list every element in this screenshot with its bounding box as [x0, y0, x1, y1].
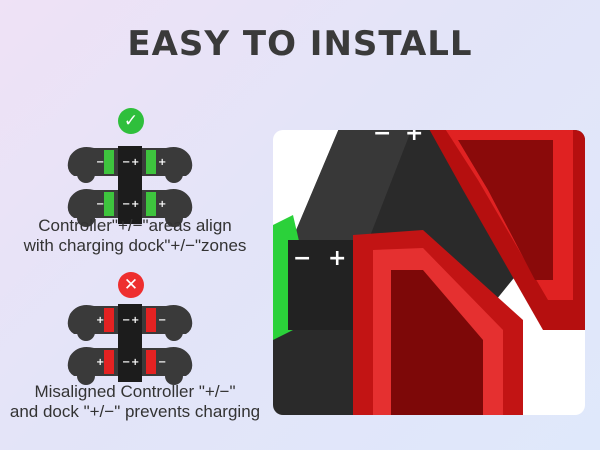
minus-mark: −	[122, 199, 130, 210]
x-icon: ✕	[118, 272, 144, 298]
plus-mark: +	[131, 357, 139, 368]
dock-center	[118, 146, 142, 224]
plus-mark: +	[131, 315, 139, 326]
plus-mark: +	[158, 157, 166, 168]
minus-mark: −	[96, 157, 104, 168]
incorrect-caption-line: Misaligned Controller "+/−"	[34, 382, 236, 401]
dock-product-photo: − + − +	[273, 130, 585, 415]
plus-mark: +	[131, 199, 139, 210]
aligned-controllers-illustration: − − + + − − + +	[67, 146, 193, 227]
correct-caption: Controller"+/−"areas align with charging…	[0, 216, 270, 256]
minus-mark: −	[158, 315, 166, 326]
incorrect-caption-line: and dock "+/−" prevents charging	[9, 402, 261, 421]
minus-mark: −	[122, 357, 130, 368]
incorrect-caption: Misaligned Controller "+/−" and dock "+/…	[0, 382, 270, 422]
misaligned-controllers-illustration: + − + − + − + −	[67, 304, 193, 385]
charging-dock-image: − + − +	[273, 130, 585, 415]
correct-caption-line: with charging dock"+/−"zones	[23, 236, 247, 255]
minus-mark: −	[122, 157, 130, 168]
plus-mark: +	[131, 157, 139, 168]
minus-mark: −	[158, 357, 166, 368]
dock-plus-mark: +	[405, 130, 423, 146]
dock-minus-mark: −	[373, 130, 391, 146]
dock-minus-mark: −	[293, 246, 311, 271]
correct-caption-line: Controller"+/−"areas align	[38, 216, 232, 235]
minus-mark: −	[122, 315, 130, 326]
page-title: EASY TO INSTALL	[127, 24, 473, 64]
dock-plus-mark: +	[328, 246, 346, 271]
minus-mark: −	[96, 199, 104, 210]
plus-mark: +	[96, 315, 104, 326]
check-icon: ✓	[118, 108, 144, 134]
plus-mark: +	[96, 357, 104, 368]
plus-mark: +	[158, 199, 166, 210]
